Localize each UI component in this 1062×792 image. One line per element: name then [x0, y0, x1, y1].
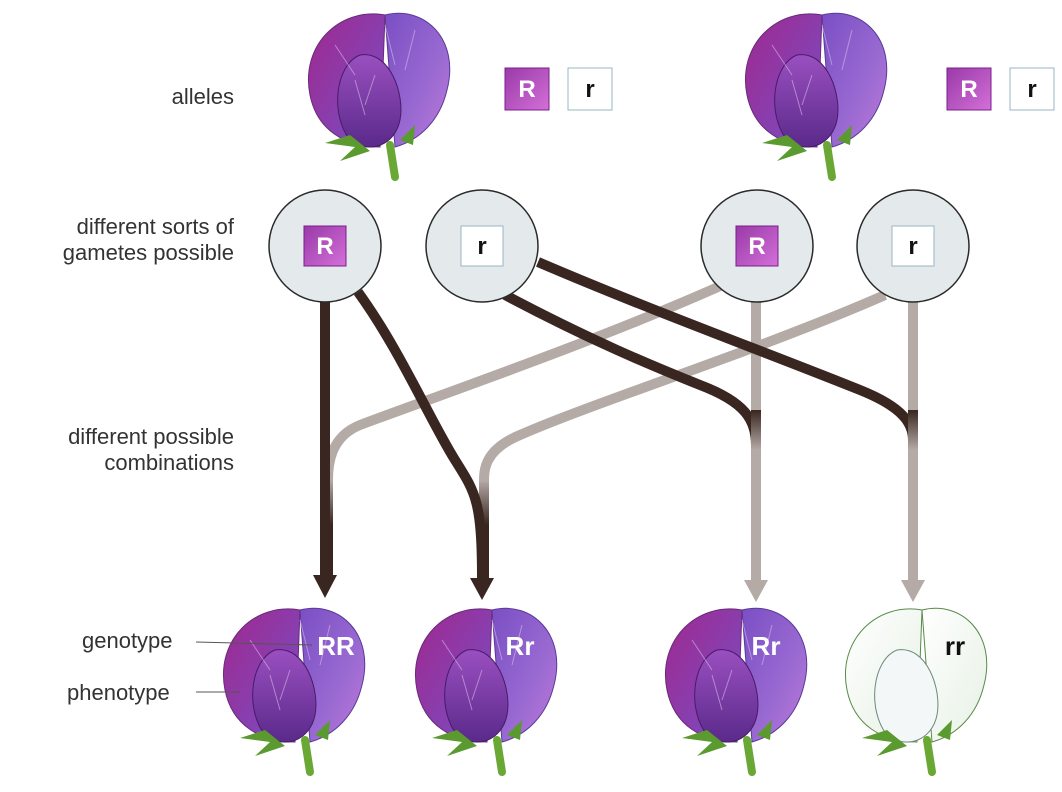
gamete-allele: r [477, 233, 486, 260]
gamete-2: r [425, 189, 539, 303]
arrowhead-Rr3 [744, 580, 768, 602]
gamete-allele: R [748, 233, 765, 260]
parent-flower-2 [745, 13, 886, 177]
gamete-1: R [268, 189, 382, 303]
genotype-Rr: Rr [506, 631, 535, 661]
parent-1-alleles: R r [504, 67, 613, 111]
genotype-rr: rr [945, 631, 965, 661]
path-r1-to-Rr3 [502, 290, 761, 446]
light-paths [323, 278, 918, 585]
path-r4-to-Rr [479, 290, 888, 483]
genotype-RR: RR [317, 631, 355, 661]
arrowheads [313, 575, 925, 602]
gamete-allele: r [908, 233, 917, 260]
gamete-allele: R [316, 233, 333, 260]
gamete-3: R [700, 189, 814, 303]
phenotype-label: phenotype [67, 680, 170, 705]
genotype-Rr: Rr [752, 631, 781, 661]
arrowhead-rr [901, 580, 925, 602]
combinations-label: different possible combinations [68, 424, 234, 475]
path-r2-to-rr [536, 257, 918, 441]
allele-R: R [518, 76, 535, 103]
allele-box-recessive [1009, 67, 1055, 111]
genotype-callout-line [195, 641, 313, 646]
offspring-flower-4 [845, 608, 986, 772]
allele-r: r [585, 76, 594, 103]
arrowhead-Rr [470, 578, 494, 600]
alleles-label: alleles [171, 84, 234, 109]
allele-R: R [960, 76, 977, 103]
allele-r: r [1027, 76, 1036, 103]
arrowhead-RR [313, 575, 337, 598]
allele-box-dominant [946, 67, 992, 111]
gametes-label: different sorts of gametes possible [62, 214, 234, 265]
parent-flower-1 [308, 13, 449, 177]
dark-paths [320, 257, 918, 579]
gamete-4: r [856, 189, 970, 303]
genotype-label: genotype [82, 628, 173, 653]
allele-box-dominant [504, 67, 550, 111]
offspring-flower-3 [665, 608, 806, 772]
allele-box-recessive [567, 67, 613, 111]
path-R1-to-Rr [353, 289, 487, 579]
parent-2-alleles: R r [946, 67, 1055, 111]
offspring-flower-2 [415, 608, 556, 772]
